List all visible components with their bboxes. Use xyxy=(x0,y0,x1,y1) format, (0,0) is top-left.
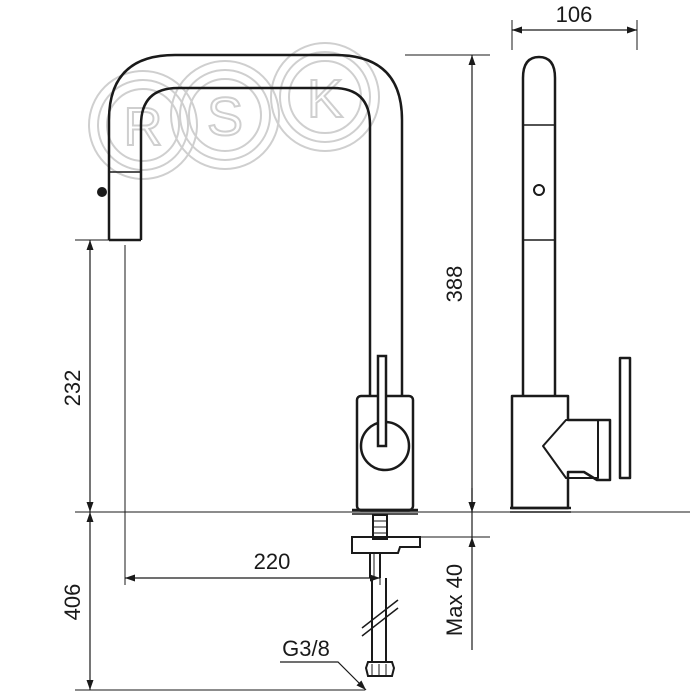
spout-outer-outline xyxy=(107,53,404,395)
mounting-hardware xyxy=(351,514,421,677)
spout-inner-outline xyxy=(139,86,372,395)
break-mark-2 xyxy=(361,607,399,637)
dimension-lines xyxy=(86,26,637,691)
lever-handle xyxy=(376,354,388,448)
dim-label-220: 220 xyxy=(254,549,291,574)
dim-label-232: 232 xyxy=(60,370,85,407)
spray-button-icon xyxy=(97,187,107,197)
break-mark-1 xyxy=(361,599,399,629)
dim-label-406: 406 xyxy=(60,584,85,621)
dim-label-max40: Max 40 xyxy=(442,564,467,636)
side-spout-outline xyxy=(521,55,557,396)
side-lever-joint xyxy=(542,419,599,479)
dim-label-thread: G3/8 xyxy=(282,636,330,661)
side-body-outline xyxy=(510,394,612,510)
side-spray-button-icon xyxy=(533,184,545,196)
dim-label-106: 106 xyxy=(556,2,593,27)
dim-label-388: 388 xyxy=(442,266,467,303)
faucet-body xyxy=(352,354,418,515)
side-view-faucet xyxy=(510,55,632,513)
watermark-letter-k: K xyxy=(307,69,343,129)
side-lever-handle xyxy=(618,356,632,480)
watermark-circle-s xyxy=(170,60,280,170)
watermark-letter-s: S xyxy=(207,87,243,147)
extension-lines xyxy=(75,20,690,691)
front-view-faucet xyxy=(107,53,404,395)
thread-nut xyxy=(364,661,396,677)
g38-leader xyxy=(280,661,367,691)
watermark-circle-r xyxy=(88,70,198,180)
